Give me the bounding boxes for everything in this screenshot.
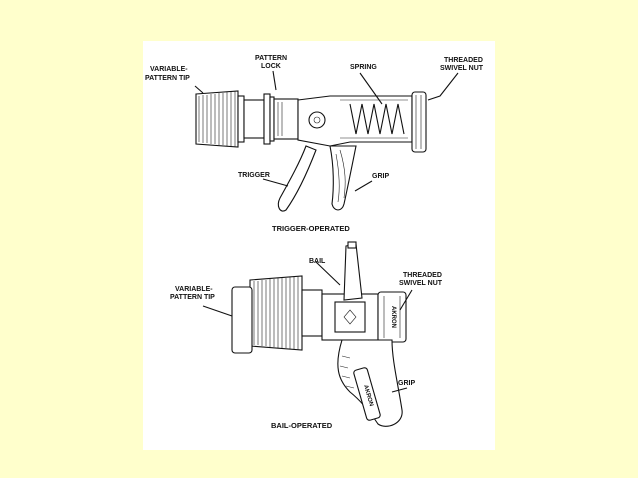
bail-nozzle-illustration: AKRON AKRON bbox=[231, 241, 407, 427]
label-variable-pattern-tip-top: VARIABLE- bbox=[150, 66, 188, 73]
bottom-leader-lines bbox=[202, 261, 413, 393]
trigger-nozzle-illustration bbox=[195, 90, 427, 212]
label-grip-top: GRIP bbox=[372, 173, 389, 180]
label-spring: SPRING bbox=[350, 64, 377, 71]
label-threaded-swivel-nut-top-line2: SWIVEL NUT bbox=[440, 65, 484, 72]
bail-handle bbox=[343, 243, 363, 301]
bottom-pattern-tip bbox=[231, 275, 323, 354]
top-valve-body bbox=[297, 91, 427, 153]
label-trigger: TRIGGER bbox=[238, 172, 270, 179]
grip-brand-mark: AKRON bbox=[362, 384, 374, 407]
label-threaded-swivel-nut-bottom: THREADED bbox=[403, 272, 442, 279]
label-pattern-lock-line2: LOCK bbox=[261, 63, 281, 70]
label-variable-pattern-tip-bottom: VARIABLE- bbox=[175, 286, 213, 293]
top-grip bbox=[329, 145, 357, 211]
top-pattern-tip bbox=[195, 90, 245, 148]
top-trigger bbox=[277, 145, 317, 212]
bottom-grip: AKRON bbox=[337, 339, 403, 427]
label-threaded-swivel-nut-bottom-line2: SWIVEL NUT bbox=[399, 280, 443, 287]
label-variable-pattern-tip-bottom-line2: PATTERN TIP bbox=[170, 294, 215, 301]
label-bail: BAIL bbox=[309, 258, 326, 265]
label-threaded-swivel-nut-top: THREADED bbox=[444, 57, 483, 64]
spring-coil bbox=[349, 103, 405, 135]
top-barrel bbox=[243, 93, 299, 145]
label-pattern-lock: PATTERN bbox=[255, 55, 287, 62]
bottom-valve-body: AKRON bbox=[321, 241, 407, 343]
body-brand-mark: AKRON bbox=[390, 306, 396, 328]
caption-trigger-operated: TRIGGER-OPERATED bbox=[272, 224, 350, 233]
caption-bail-operated: BAIL-OPERATED bbox=[271, 421, 333, 430]
top-leader-lines bbox=[194, 70, 459, 192]
label-variable-pattern-tip-top-line2: PATTERN TIP bbox=[145, 75, 190, 82]
label-grip-bottom: GRIP bbox=[398, 380, 415, 387]
